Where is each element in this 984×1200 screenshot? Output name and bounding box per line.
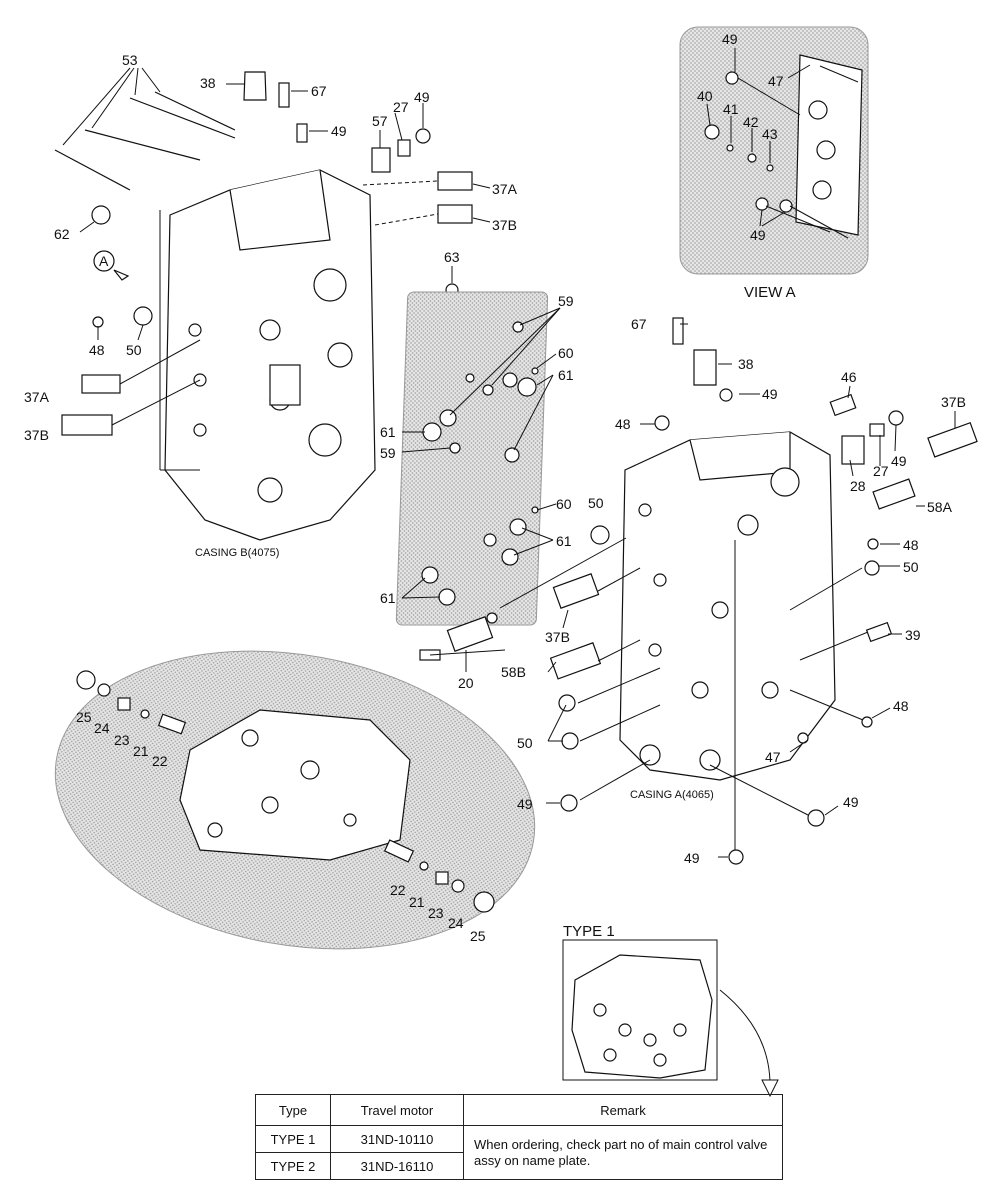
type1-thumbnail bbox=[571, 954, 713, 1079]
table-cell-type: TYPE 1 bbox=[255, 1125, 331, 1153]
table-header-remark: Remark bbox=[463, 1094, 783, 1126]
callout-59: 59 bbox=[380, 445, 396, 461]
view-a-caption: VIEW A bbox=[744, 284, 796, 301]
callout-67: 67 bbox=[311, 83, 327, 99]
callout-42: 42 bbox=[743, 114, 759, 130]
callout-38: 38 bbox=[200, 75, 216, 91]
table-header-row: Type Travel motor Remark bbox=[255, 1094, 783, 1126]
table-row: TYPE 2 31ND-16110 bbox=[255, 1152, 783, 1180]
callout-46: 46 bbox=[841, 369, 857, 385]
callout-49: 49 bbox=[722, 31, 738, 47]
callout-39: 39 bbox=[905, 627, 921, 643]
o-rings bbox=[421, 321, 539, 606]
type-table: Type Travel motor Remark TYPE 1 31ND-101… bbox=[255, 1094, 783, 1180]
callout-61: 61 bbox=[380, 424, 396, 440]
callout-21: 21 bbox=[409, 894, 425, 910]
view-a-plate bbox=[704, 54, 863, 239]
callout-50: 50 bbox=[126, 342, 142, 358]
callout-37A: 37A bbox=[24, 389, 50, 405]
callout-49: 49 bbox=[750, 227, 766, 243]
type1-arrowhead-icon bbox=[761, 1079, 779, 1098]
callout-22: 22 bbox=[390, 882, 406, 898]
callout-48: 48 bbox=[615, 416, 631, 432]
callout-49: 49 bbox=[331, 123, 347, 139]
callout-27: 27 bbox=[393, 99, 409, 115]
callout-58B: 58B bbox=[501, 664, 526, 680]
callout-60: 60 bbox=[556, 496, 572, 512]
table-cell-motor: 31ND-10110 bbox=[330, 1125, 464, 1153]
table-cell-motor: 31ND-16110 bbox=[330, 1152, 464, 1180]
callout-37B: 37B bbox=[24, 427, 49, 443]
callout-24: 24 bbox=[94, 720, 110, 736]
callout-50: 50 bbox=[517, 735, 533, 751]
callout-27: 27 bbox=[873, 463, 889, 479]
callout-20: 20 bbox=[458, 675, 474, 691]
callout-59: 59 bbox=[558, 293, 574, 309]
callout-25: 25 bbox=[470, 928, 486, 944]
callout-57: 57 bbox=[372, 113, 388, 129]
callout-25: 25 bbox=[76, 709, 92, 725]
callout-50: 50 bbox=[903, 559, 919, 575]
callout-53: 53 bbox=[122, 52, 138, 68]
callout-61: 61 bbox=[556, 533, 572, 549]
callout-48: 48 bbox=[893, 698, 909, 714]
callout-63: 63 bbox=[444, 249, 460, 265]
tie-bolts bbox=[54, 91, 236, 191]
table-row: TYPE 1 31ND-10110 When ordering, check p… bbox=[255, 1125, 783, 1180]
view-a-marker bbox=[93, 250, 115, 272]
callout-21: 21 bbox=[133, 743, 149, 759]
table-header-type: Type bbox=[255, 1094, 331, 1126]
callout-37B: 37B bbox=[492, 217, 517, 233]
table-cell-type: TYPE 2 bbox=[255, 1152, 331, 1180]
type1-caption: TYPE 1 bbox=[563, 923, 615, 940]
callout-60: 60 bbox=[558, 345, 574, 361]
callout-A: A bbox=[99, 253, 109, 269]
leader-lines bbox=[62, 48, 956, 858]
callout-62: 62 bbox=[54, 226, 70, 242]
callout-24: 24 bbox=[448, 915, 464, 931]
callout-22: 22 bbox=[152, 753, 168, 769]
callout-58A: 58A bbox=[927, 499, 953, 515]
callout-49: 49 bbox=[517, 796, 533, 812]
callout-49: 49 bbox=[762, 386, 778, 402]
table-header-travel-motor: Travel motor bbox=[330, 1094, 464, 1126]
casing-a-block bbox=[619, 431, 836, 850]
callout-61: 61 bbox=[380, 590, 396, 606]
callout-37B: 37B bbox=[941, 394, 966, 410]
callout-47: 47 bbox=[765, 749, 781, 765]
detail-block bbox=[76, 670, 495, 913]
callout-47: 47 bbox=[768, 73, 784, 89]
casing-b-caption: CASING B(4075) bbox=[195, 547, 279, 559]
callout-61: 61 bbox=[558, 367, 574, 383]
callout-48: 48 bbox=[89, 342, 105, 358]
callout-50: 50 bbox=[588, 495, 604, 511]
callout-23: 23 bbox=[428, 905, 444, 921]
type1-arrow-icon bbox=[719, 989, 771, 1086]
callout-43: 43 bbox=[762, 126, 778, 142]
casing-a-caption: CASING A(4065) bbox=[630, 789, 714, 801]
casing-b-block bbox=[159, 169, 376, 541]
callout-49: 49 bbox=[414, 89, 430, 105]
casing-a-fittings bbox=[499, 317, 978, 865]
callout-49: 49 bbox=[843, 794, 859, 810]
callout-41: 41 bbox=[723, 101, 739, 117]
callout-49: 49 bbox=[891, 453, 907, 469]
callout-37B: 37B bbox=[545, 629, 570, 645]
view-a-arrow-icon bbox=[113, 269, 130, 281]
callout-28: 28 bbox=[850, 478, 866, 494]
callout-48: 48 bbox=[903, 537, 919, 553]
callout-67: 67 bbox=[631, 316, 647, 332]
callout-40: 40 bbox=[697, 88, 713, 104]
callout-37A: 37A bbox=[492, 181, 518, 197]
callout-38: 38 bbox=[738, 356, 754, 372]
callout-23: 23 bbox=[114, 732, 130, 748]
callout-49: 49 bbox=[684, 850, 700, 866]
table-cell-remark: When ordering, check part no of main con… bbox=[463, 1125, 783, 1180]
